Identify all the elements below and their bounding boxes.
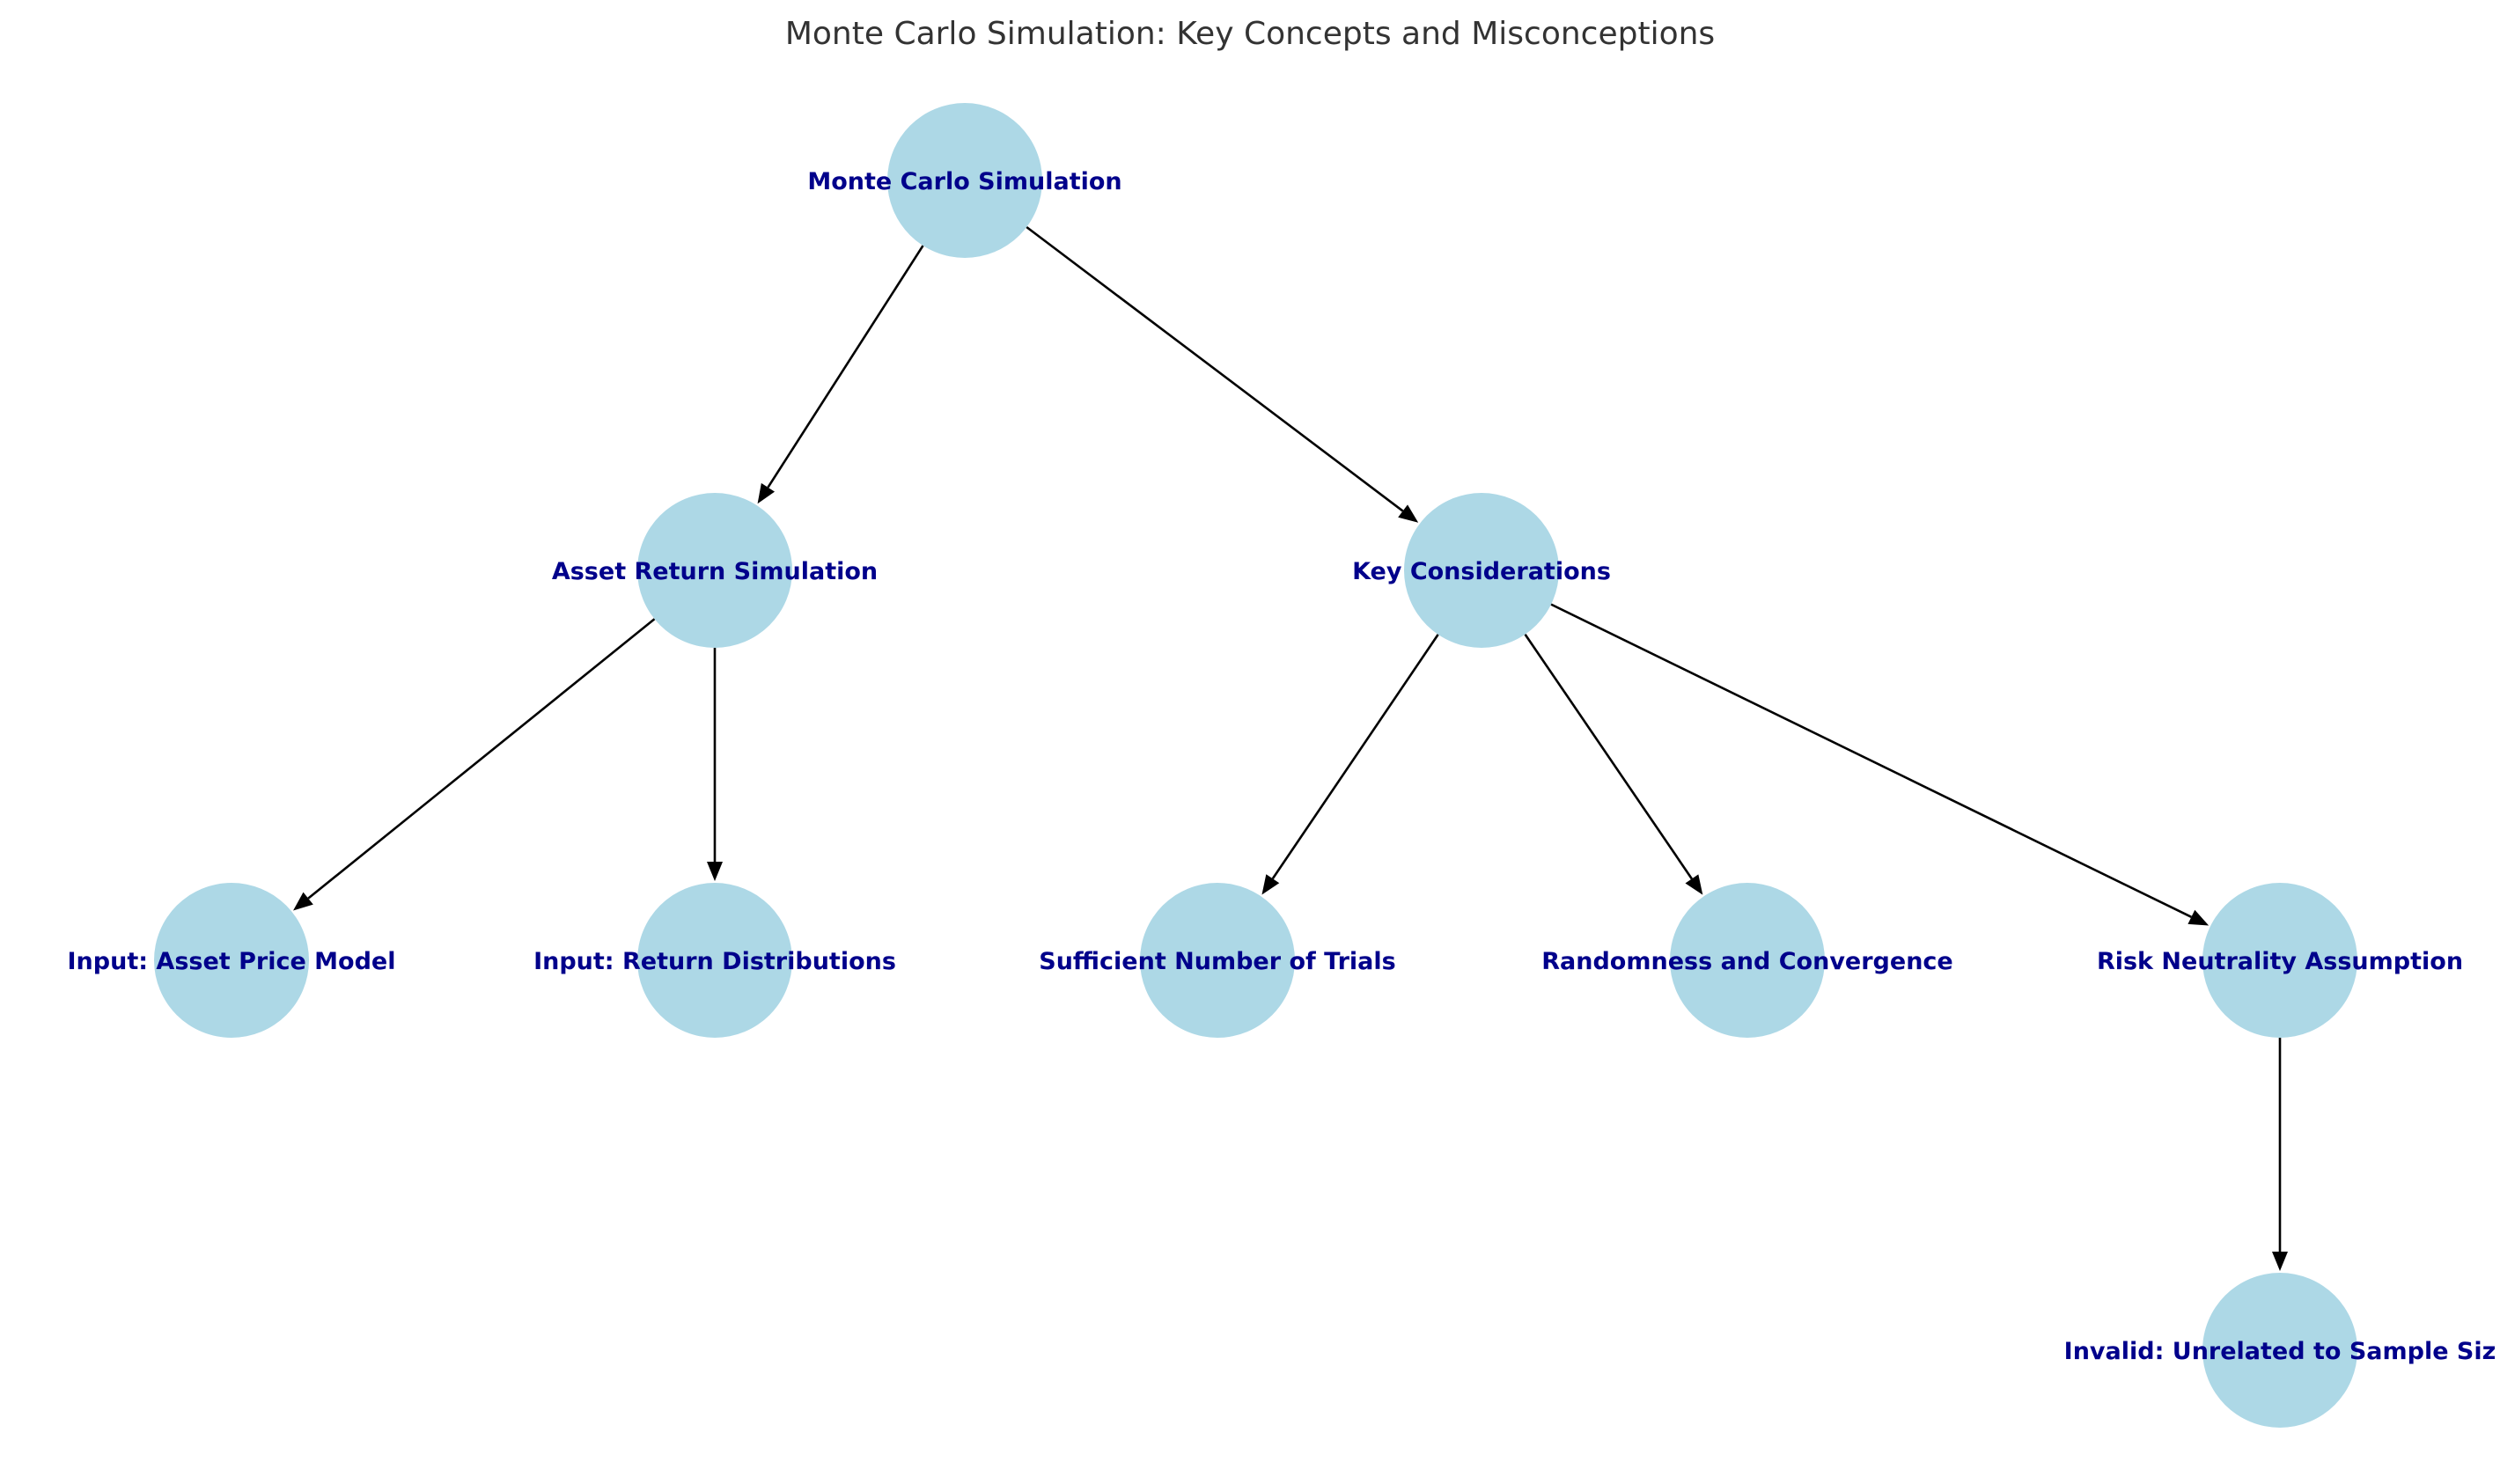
edges-layer — [293, 225, 2288, 1271]
arrow-head — [293, 892, 313, 911]
node-circle — [1404, 493, 1559, 648]
node-mcs: Monte Carlo Simulation — [807, 103, 1122, 258]
edge-rna-to-inv — [2272, 1038, 2288, 1271]
arrow-head — [1398, 504, 1419, 523]
edge-kc-to-rna — [1550, 603, 2210, 926]
edge-mcs-to-ars — [757, 245, 924, 504]
node-ird: Input: Return Distributions — [533, 883, 896, 1038]
edge-ars-to-iapm — [293, 618, 656, 911]
node-label: Key Considerations — [1352, 558, 1611, 585]
node-circle — [1670, 883, 1825, 1038]
edge-kc-to-rc — [1524, 633, 1703, 895]
node-label: Monte Carlo Simulation — [807, 168, 1121, 195]
node-label: Invalid: Unrelated to Sample Siz — [2064, 1338, 2496, 1365]
node-kc: Key Considerations — [1352, 493, 1611, 648]
node-circle — [2202, 1273, 2357, 1428]
arrow-head — [2272, 1252, 2288, 1271]
node-circle — [887, 103, 1042, 258]
edge-line — [307, 618, 656, 900]
arrow-head — [2188, 909, 2210, 926]
node-label: Input: Asset Price Model — [68, 948, 396, 975]
node-snt: Sufficient Number of Trials — [1039, 883, 1396, 1038]
arrow-head — [1685, 874, 1703, 895]
arrow-head — [757, 482, 776, 504]
edge-ars-to-ird — [707, 648, 723, 881]
node-rc: Randomness and Convergence — [1541, 883, 1953, 1038]
node-circle — [2202, 883, 2357, 1038]
node-ars: Asset Return Simulation — [552, 493, 878, 648]
node-label: Randomness and Convergence — [1541, 948, 1952, 975]
arrow-head — [1261, 874, 1280, 895]
diagram-title: Monte Carlo Simulation: Key Concepts and… — [785, 16, 1715, 52]
node-circle — [154, 883, 309, 1038]
edge-line — [1550, 603, 2192, 919]
node-label: Sufficient Number of Trials — [1039, 948, 1395, 975]
node-label: Input: Return Distributions — [533, 948, 896, 975]
edge-line — [1524, 633, 1693, 880]
node-iapm: Input: Asset Price Model — [68, 883, 396, 1038]
edge-mcs-to-kc — [1026, 225, 1419, 523]
node-circle — [637, 493, 792, 648]
node-circle — [1140, 883, 1295, 1038]
node-label: Risk Neutrality Assumption — [2097, 948, 2463, 975]
edge-line — [1271, 634, 1439, 879]
node-rna: Risk Neutrality Assumption — [2097, 883, 2463, 1038]
node-inv: Invalid: Unrelated to Sample Siz — [2064, 1273, 2496, 1428]
node-circle — [637, 883, 792, 1038]
edge-line — [1026, 225, 1404, 512]
arrow-head — [707, 862, 723, 881]
node-label: Asset Return Simulation — [552, 558, 878, 585]
edge-line — [767, 245, 924, 489]
edge-kc-to-snt — [1261, 634, 1439, 895]
